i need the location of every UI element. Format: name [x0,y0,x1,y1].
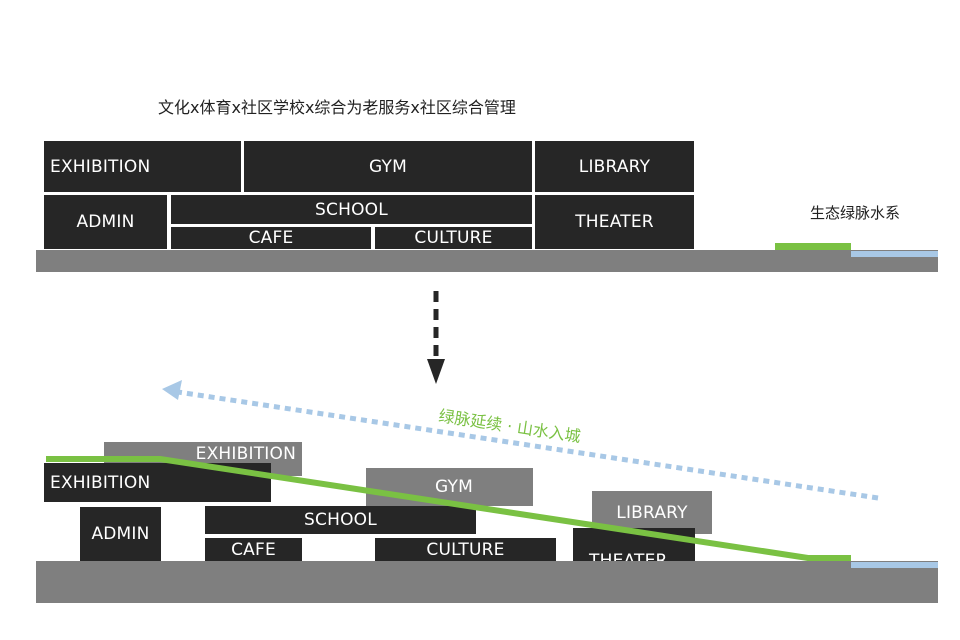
bottom-block-culture: CULTURE [375,538,556,561]
bottom-block-gym: GYM [366,468,533,506]
top-water [851,251,938,257]
bottom-block-exhibition-lower: EXHIBITION [44,463,271,502]
green-corridor-slogan: 绿脉延续 · 山水入城 [437,406,582,446]
top-block-theater: THEATER [535,195,694,249]
green-corridor-arrow-head [162,380,182,400]
top-block-school: SCHOOL [171,195,532,224]
top-block-culture: CULTURE [375,227,532,249]
bottom-block-school: SCHOOL [205,506,476,534]
bottom-block-admin: ADMIN [80,507,161,561]
down-arrow-head [427,359,445,384]
diagram-heading: 文化x体育x社区学校x综合为老服务x社区综合管理 [158,98,516,117]
top-block-library: LIBRARY [535,141,694,192]
water-system-label: 生态绿脉水系 [810,204,901,222]
bottom-block-cafe: CAFE [205,538,302,561]
bottom-ground [36,561,938,603]
top-ground [36,250,938,272]
top-block-admin: ADMIN [44,195,167,249]
top-green-strip [775,243,851,250]
bottom-water [851,562,938,568]
top-block-gym: GYM [244,141,532,192]
top-block-exhibition: EXHIBITION [44,141,241,192]
top-block-cafe: CAFE [171,227,371,249]
